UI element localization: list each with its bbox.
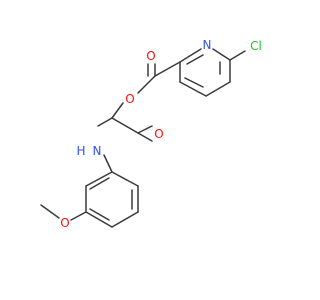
- amide-hydrogen-label: H: [76, 144, 85, 158]
- bond: [154, 61, 181, 77]
- bond: [89, 208, 110, 221]
- bond: [103, 154, 113, 173]
- methoxy-group: [40, 204, 87, 221]
- methoxy-oxygen-label: O: [60, 216, 69, 230]
- amide-group: [97, 117, 153, 173]
- ester-oxygen-label: O: [125, 92, 134, 106]
- bond: [205, 81, 231, 97]
- bond: [137, 132, 153, 142]
- bond: [212, 48, 231, 61]
- carbonyl-oxygen-label: O: [146, 49, 155, 63]
- chlorine-label: Cl: [250, 39, 262, 53]
- bond: [137, 75, 156, 94]
- bond: [89, 177, 110, 190]
- bond: [111, 102, 124, 119]
- bond: [111, 117, 139, 134]
- bond: [40, 204, 60, 219]
- bond: [179, 48, 202, 63]
- bond: [111, 211, 139, 228]
- ester-group: [111, 61, 181, 134]
- amide-nitrogen-label: N: [93, 144, 102, 158]
- bond: [70, 211, 87, 221]
- bond: [186, 54, 204, 65]
- bond: [111, 171, 139, 187]
- molecule-diagram: N Cl O O O N H O: [40, 38, 262, 230]
- bond: [179, 81, 207, 97]
- bond: [85, 171, 113, 187]
- bond: [229, 50, 246, 61]
- benzene-ring: [85, 171, 139, 228]
- pyridine-ring: [179, 48, 246, 97]
- bond: [85, 211, 113, 228]
- structure-canvas: N Cl O O O N H O: [40, 38, 262, 230]
- ring-nitrogen-label: N: [203, 38, 212, 52]
- bond: [184, 77, 204, 88]
- bond: [137, 125, 153, 134]
- amide-oxygen-label: O: [154, 127, 163, 141]
- bond: [97, 117, 113, 127]
